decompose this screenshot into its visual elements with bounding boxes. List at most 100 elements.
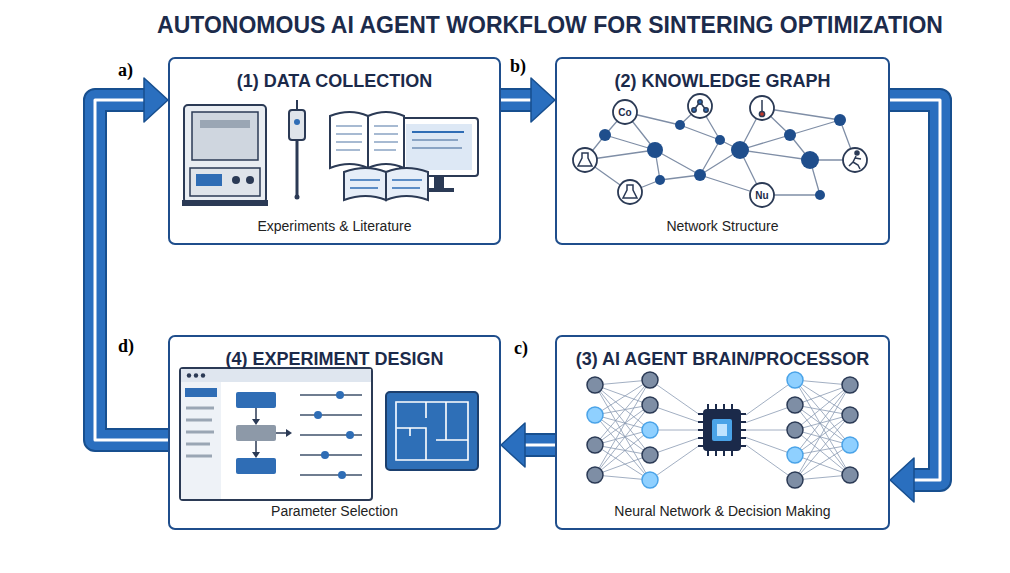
software-window — [346, 431, 354, 439]
graph-icon-node — [750, 183, 774, 207]
furnace-icon — [192, 112, 258, 160]
neural-connection — [795, 415, 850, 455]
neural-connection — [746, 380, 795, 415]
arrow-shaft — [501, 90, 531, 110]
graph-icon-node — [613, 100, 637, 124]
software-window — [187, 373, 191, 377]
graph-icon-glyph — [578, 100, 861, 198]
neural-node — [642, 397, 658, 413]
box-heading: (2) KNOWLEDGE GRAPH — [615, 71, 831, 92]
graph-icon-glyph — [849, 156, 861, 169]
graph-icon-glyph — [692, 108, 696, 112]
arrow-shaft — [890, 100, 940, 480]
literature-icon — [350, 180, 422, 188]
thermocouple-icon — [289, 110, 305, 140]
neural-node — [642, 472, 658, 488]
furnace-icon — [190, 168, 260, 196]
arrow-shaft — [95, 100, 168, 440]
neural-node — [787, 372, 803, 388]
neural-node — [787, 447, 803, 463]
software-window — [201, 373, 205, 377]
thermocouple-icon — [289, 100, 305, 200]
process-box: (2) KNOWLEDGE GRAPHNetwork Structure — [555, 57, 890, 245]
blueprint-icon — [396, 402, 397, 460]
flow-arrow — [890, 100, 940, 502]
graph-icon-node — [618, 180, 642, 204]
software-window — [300, 395, 362, 475]
graph-dot — [655, 175, 665, 185]
literature-icon — [412, 139, 458, 141]
software-window — [236, 458, 276, 474]
graph-dot — [801, 151, 819, 169]
literature-icon — [344, 168, 386, 200]
blueprint-icon — [386, 392, 478, 470]
arrow-shaft — [95, 100, 168, 440]
arrow-shaft — [890, 100, 940, 480]
literature-icon — [434, 176, 444, 188]
box-heading: (1) DATA COLLECTION — [237, 71, 433, 92]
literature-icon — [386, 168, 428, 200]
graph-icon-glyph — [698, 100, 702, 104]
arrow-shaft — [890, 100, 940, 480]
neural-node — [842, 377, 858, 393]
neural-node — [587, 467, 603, 483]
box-caption: Neural Network & Decision Making — [614, 503, 830, 519]
arrow-head — [144, 78, 168, 122]
graph-dot — [834, 114, 846, 126]
arrow-shaft — [501, 88, 531, 112]
panel-letter: b) — [510, 56, 526, 77]
graph-icon-node — [573, 148, 597, 172]
arrow-shaft — [501, 99, 531, 102]
neural-node — [587, 407, 603, 423]
software-window — [321, 451, 329, 459]
software-window — [236, 425, 276, 441]
neural-node — [842, 407, 858, 423]
arrow-shaft — [525, 433, 555, 457]
arrow-shaft — [95, 100, 168, 440]
software-window — [180, 368, 372, 500]
neural-node — [642, 447, 658, 463]
neural-node — [842, 467, 858, 483]
software-window — [286, 429, 292, 437]
neural-connection — [650, 445, 700, 480]
graph-icon-glyph — [704, 108, 708, 112]
graph-icon-node — [573, 94, 867, 207]
neural-node — [787, 397, 803, 413]
literature-icon — [330, 112, 368, 168]
software-window — [185, 388, 217, 397]
neural-node — [587, 377, 603, 393]
box-caption: Experiments & Literature — [257, 218, 411, 234]
graph-icon-glyph — [855, 151, 859, 155]
box-caption: Parameter Selection — [271, 503, 398, 519]
software-window — [194, 373, 198, 377]
blueprint-icon — [386, 392, 478, 470]
arrow-shaft — [525, 444, 555, 447]
software-window — [181, 382, 221, 499]
processor-chip — [712, 419, 732, 441]
box-heading: (4) EXPERIMENT DESIGN — [225, 349, 443, 370]
graph-dot — [647, 142, 663, 158]
neural-node — [787, 422, 803, 438]
neural-node — [642, 422, 658, 438]
literature-icon — [336, 126, 398, 150]
graph-dot — [715, 135, 725, 145]
graph-dot — [675, 120, 685, 130]
thermocouple-icon — [294, 119, 300, 125]
graph-dot — [599, 129, 611, 141]
software-window — [236, 392, 276, 408]
diagram-title: AUTONOMOUS AI AGENT WORKFLOW FOR SINTERI… — [100, 12, 1000, 39]
graph-dot — [784, 129, 796, 141]
panel-letter: d) — [118, 336, 134, 357]
furnace-icon — [182, 105, 268, 206]
neural-node — [587, 437, 603, 453]
graph-icon-glyph — [759, 111, 764, 116]
processor-chip — [698, 404, 746, 456]
graph-icon-glyph — [761, 100, 763, 111]
process-box: (3) AI AGENT BRAIN/PROCESSORNeural Netwo… — [555, 335, 890, 530]
furnace-icon — [232, 176, 240, 184]
graph-icon-node — [688, 94, 712, 118]
furnace-icon — [246, 176, 254, 184]
panel-letter: c) — [514, 338, 528, 359]
panel-letter: a) — [118, 60, 133, 81]
